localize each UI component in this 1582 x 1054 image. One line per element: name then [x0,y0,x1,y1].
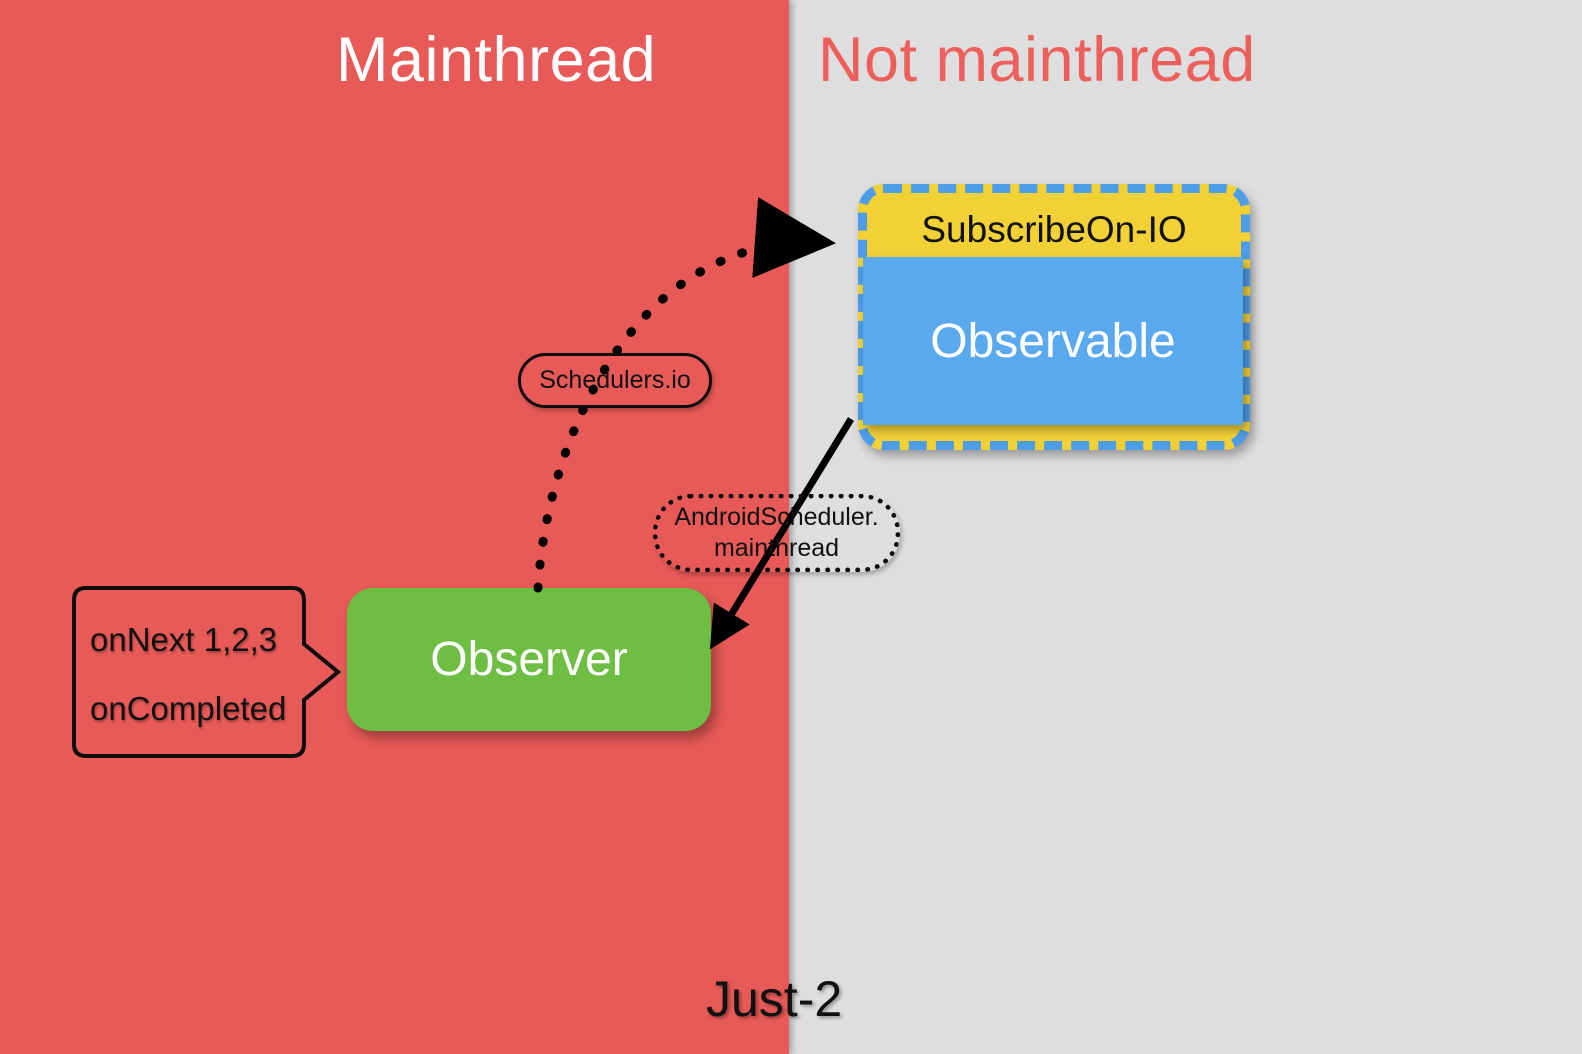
mainthread-header: Mainthread [336,25,657,95]
observer-box: Observer [347,588,711,731]
not-mainthread-header: Not mainthread [818,25,1256,95]
observable-box: Observable [863,257,1243,425]
callout-line-on-next: onNext 1,2,3 [90,621,278,658]
pill-android-scheduler: AndroidScheduler. mainthread [653,494,900,572]
pill-schedulers-io-text: Schedulers.io [539,366,691,394]
not-mainthread-region [789,0,1582,1054]
observer-callout: onNext 1,2,3 onCompleted [72,586,342,758]
pill-android-scheduler-line-2: mainthread [713,534,840,562]
bottom-caption: Just-2 [706,971,843,1027]
observer-label: Observer [430,633,628,686]
subscribe-on-io-label: SubscribeOn-IO [921,209,1187,250]
pill-android-scheduler-line-1: AndroidScheduler. [674,502,879,531]
callout-line-on-completed: onCompleted [90,690,287,727]
observable-label: Observable [930,314,1176,368]
pill-schedulers-io: Schedulers.io [518,353,712,408]
callout-bubble-shape [72,586,342,758]
